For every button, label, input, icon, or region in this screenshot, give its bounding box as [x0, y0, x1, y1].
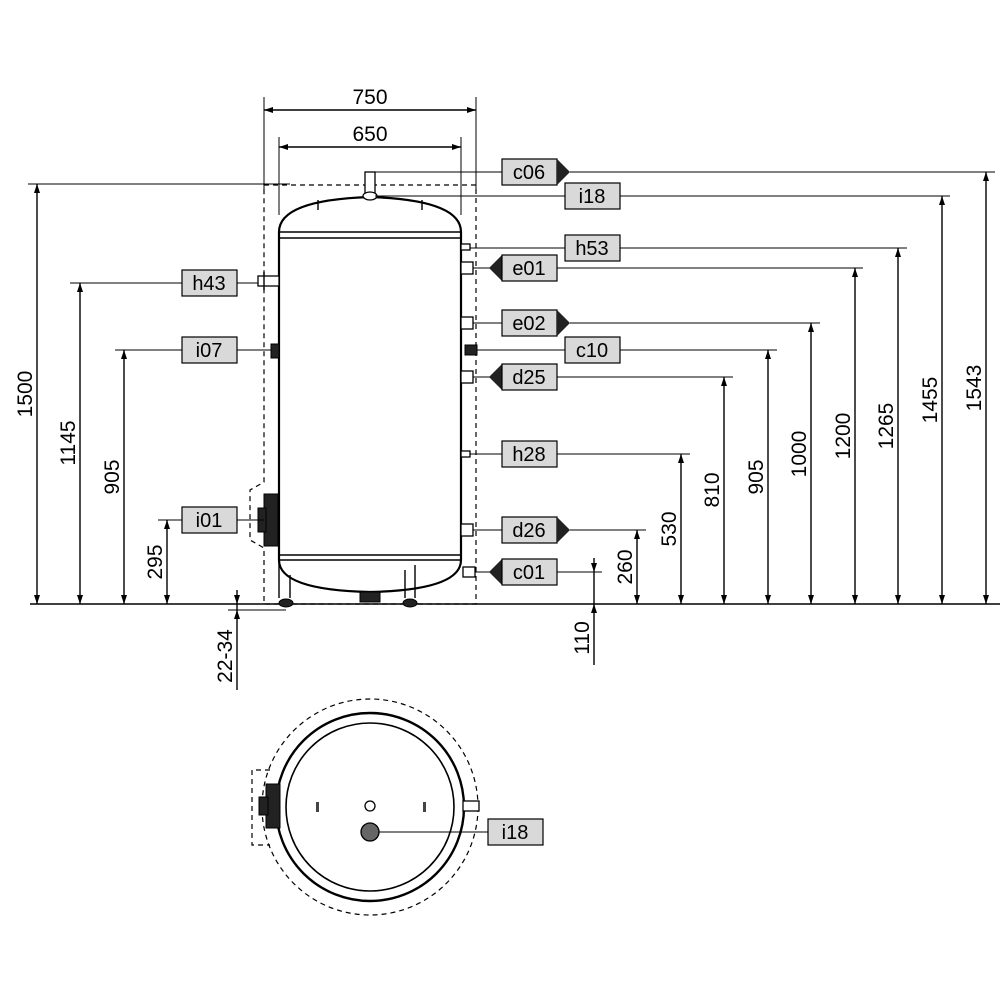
foot-left	[278, 598, 294, 608]
c10-label: c10	[576, 340, 608, 362]
dim-1543-label: 1543	[963, 365, 986, 412]
dim-1455-label: 1455	[919, 377, 942, 424]
top-view-i18-label: i18	[502, 822, 529, 844]
d26-label: d26	[512, 520, 545, 542]
connection-i18: i18 1455	[375, 182, 950, 604]
d25-label: d25	[512, 367, 545, 389]
dim-1265-label: 1265	[875, 403, 898, 450]
h53-label: h53	[575, 238, 608, 260]
dim-1145-label: 1145	[57, 420, 80, 465]
dim-110-label: 110	[571, 621, 594, 654]
dim-810-label: 810	[701, 472, 724, 507]
top-view: i18	[251, 698, 544, 916]
dim-530-label: 530	[658, 511, 681, 546]
tank-body	[277, 171, 463, 608]
top-view-tank-inner	[285, 722, 455, 892]
connection-e01: e01 1200	[473, 254, 863, 604]
dim-1000-label: 1000	[788, 431, 811, 478]
connection-c01: c01 110	[475, 558, 602, 665]
left-dimension-905: 905 i07	[101, 336, 271, 604]
dim-260-label: 260	[614, 549, 637, 584]
connection-e02: e02 1000	[473, 309, 820, 604]
h43-label: h43	[192, 273, 225, 295]
bottom-drain	[359, 591, 381, 603]
i18-label: i18	[579, 186, 606, 208]
connection-c10: c10 905	[477, 336, 777, 604]
c06-label: c06	[513, 162, 545, 184]
connection-d26: d26 260	[473, 516, 646, 604]
c01-label: c01	[513, 562, 545, 584]
connection-d25: d25 810	[473, 363, 733, 604]
left-dimension-295: 295 i01	[144, 506, 264, 604]
connection-h53: h53 1265	[470, 234, 907, 604]
e02-label: e02	[512, 313, 545, 335]
top-view-i18-fitting	[360, 822, 380, 842]
i07-label: i07	[196, 340, 223, 362]
foot-right	[402, 598, 418, 608]
dim-1500-label: 1500	[14, 371, 37, 418]
e01-label: e01	[512, 258, 545, 280]
feet-dimension: 22-34	[214, 590, 286, 690]
width-outer-label: 750	[352, 86, 387, 109]
width-inner-label: 650	[352, 123, 387, 146]
dim-1200-label: 1200	[832, 413, 855, 460]
insulation-outline	[249, 184, 477, 605]
connection-c06: c06 1543	[375, 158, 995, 604]
width-dimension-outer: 750	[263, 86, 477, 190]
h28-label: h28	[512, 444, 545, 466]
width-dimension-inner: 650	[278, 123, 462, 215]
connection-h28: h28 530	[470, 440, 690, 604]
i01-label: i01	[196, 510, 223, 532]
dim-295-label: 295	[144, 544, 167, 579]
left-dimension-1500: 1500	[14, 183, 290, 604]
dim-feet-label: 22-34	[214, 629, 237, 683]
dim-905-left-label: 905	[101, 459, 124, 494]
left-dimension-1145: 1145 h43	[57, 269, 258, 604]
dim-905-right-label: 905	[745, 459, 768, 494]
